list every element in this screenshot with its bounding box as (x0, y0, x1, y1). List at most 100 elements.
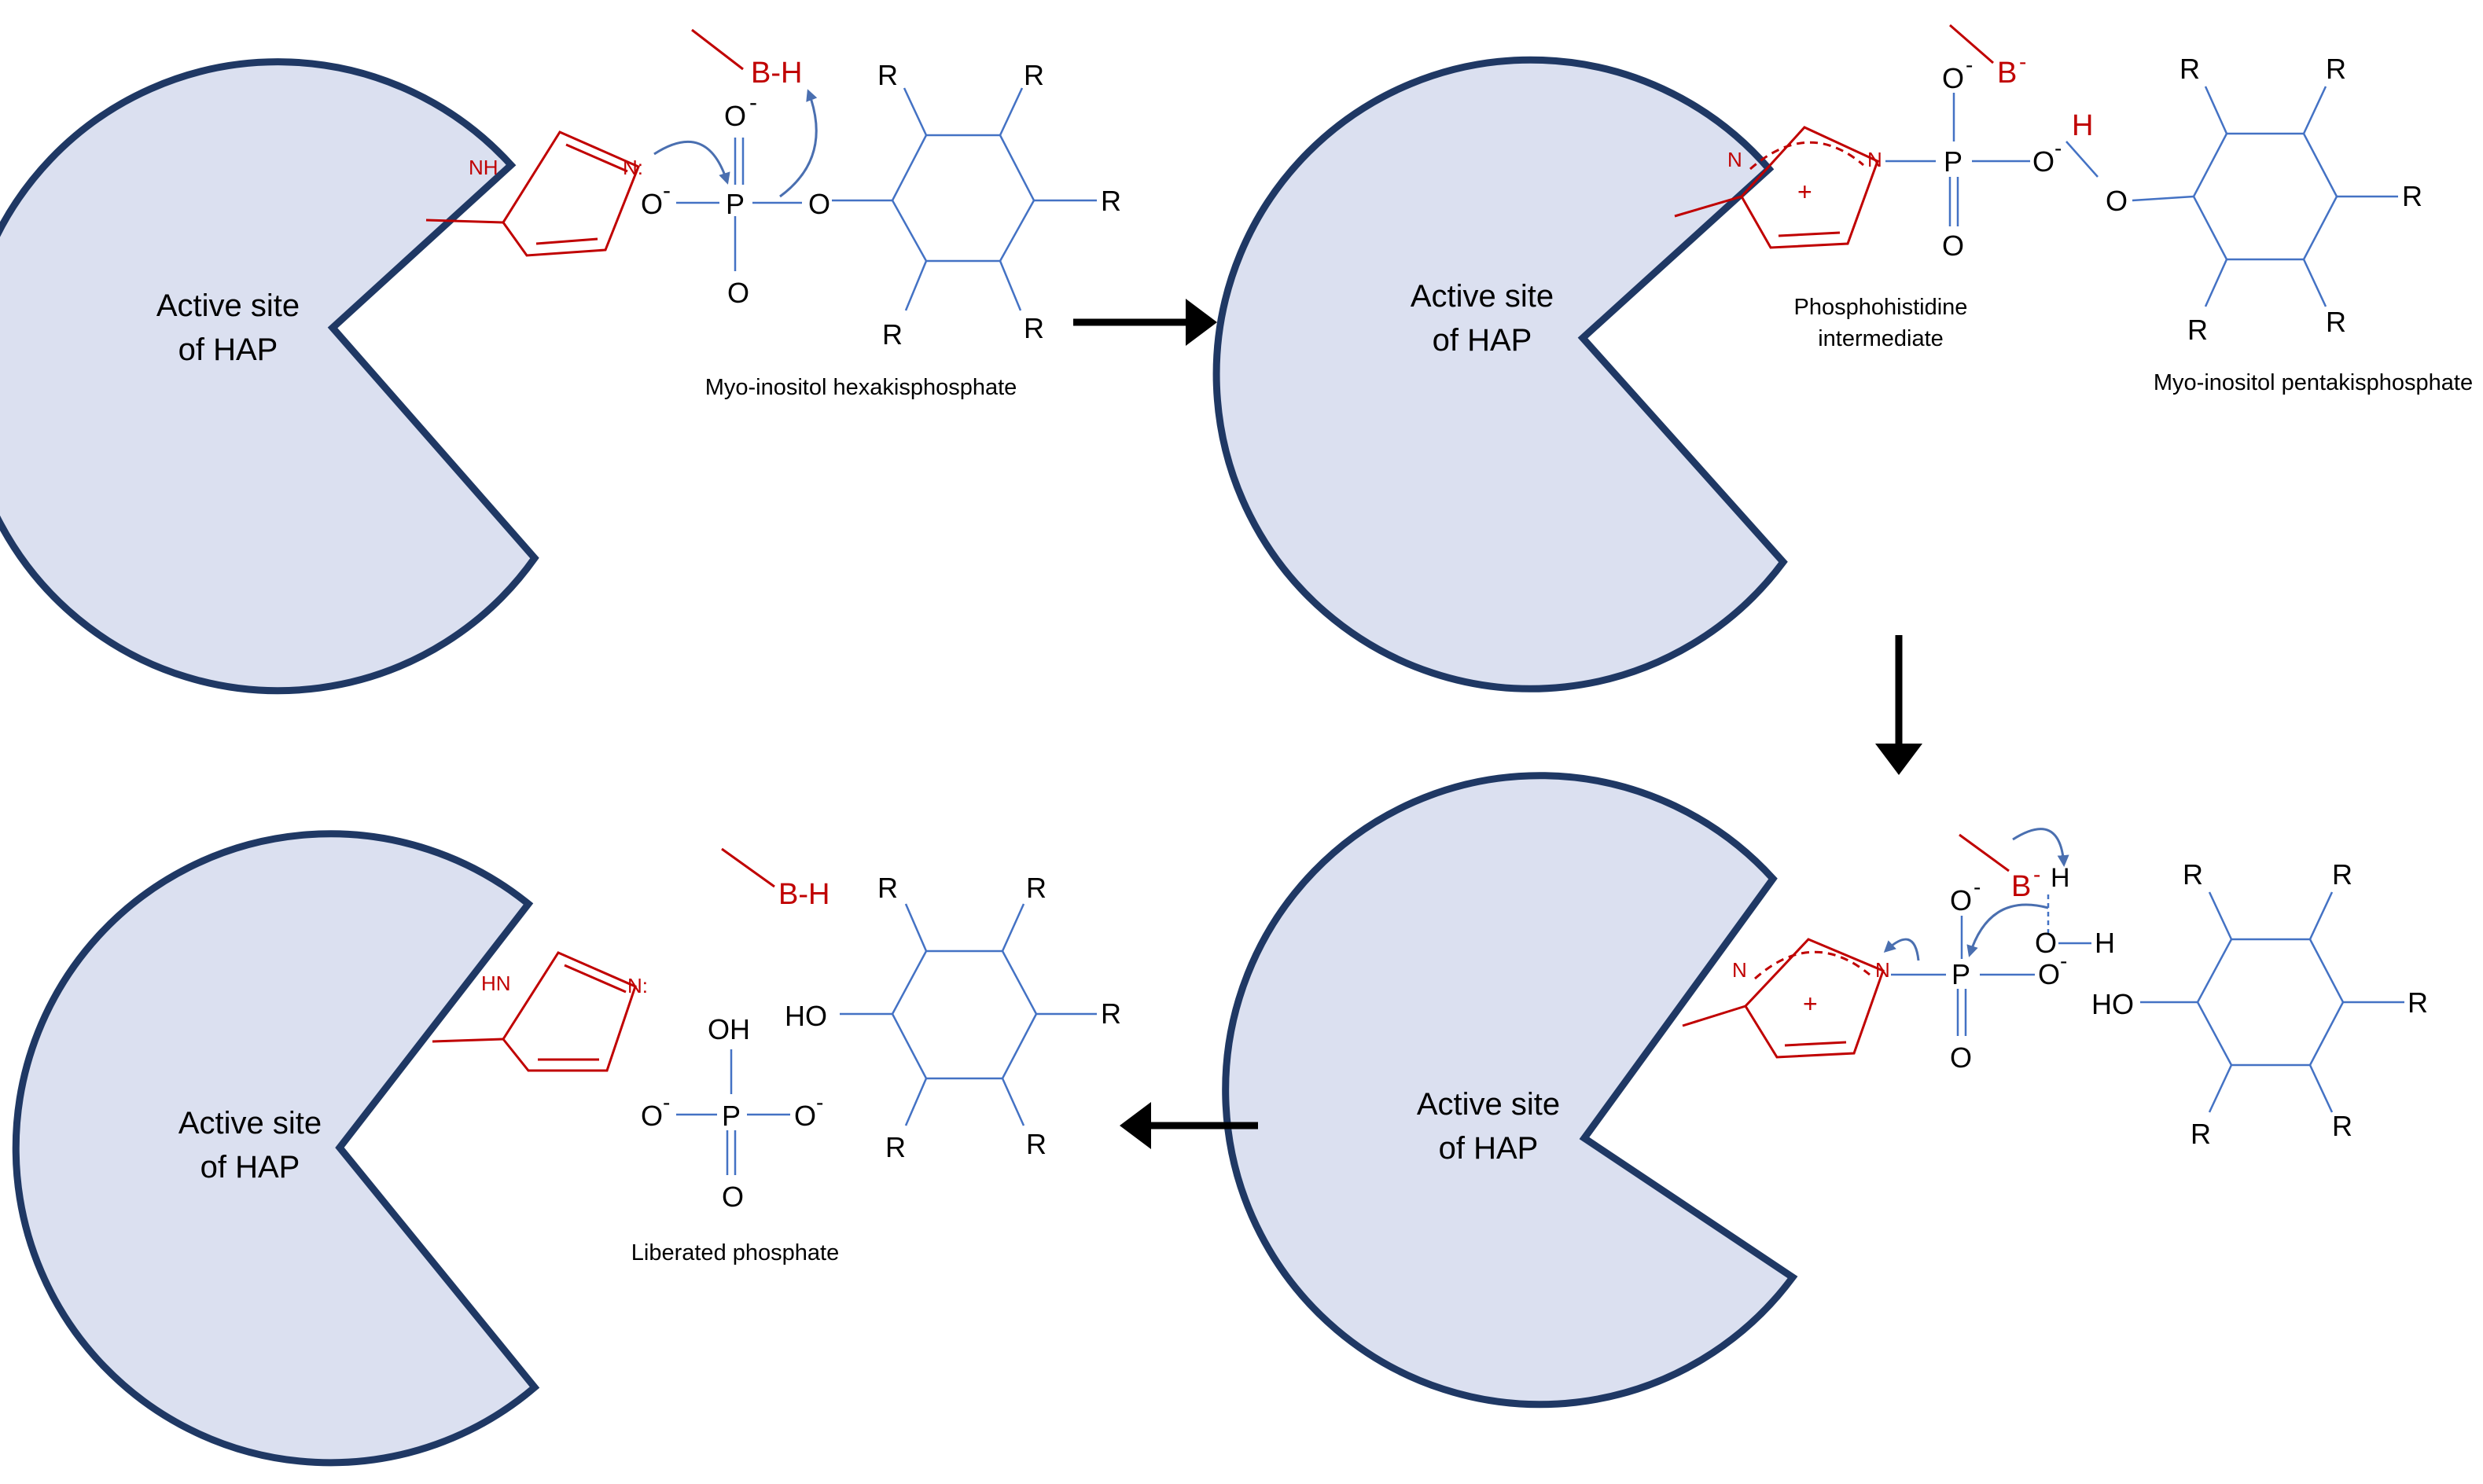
enzyme-label-line1: Active site (1417, 1087, 1560, 1122)
caption-myo-inositol-pentakisphosphate: Myo-inositol pentakisphosphate (2154, 370, 2473, 395)
panel-2-phosphohistidine: Active site of HAP N N + B - O - P O O -… (1212, 24, 2473, 692)
base-bond (1959, 833, 2010, 872)
phosphate-o-right-charge: - (816, 1090, 823, 1115)
caption-phosphohistidine-line1: Phosphohistidine (1794, 295, 1968, 320)
phospho-bonds (1891, 894, 2091, 1036)
phosphate-o-left-charge: - (663, 178, 671, 204)
r-group-3: R (1101, 185, 1121, 217)
r-group-4: R (885, 1131, 906, 1163)
inositol-ring (891, 87, 1097, 311)
enzyme-label-line2: of HAP (200, 1150, 300, 1185)
proton-transfer-arrow (779, 89, 818, 198)
r-group-3: R (1101, 997, 1121, 1030)
general-acid-bh: B-H (751, 57, 802, 90)
r-group-1: R (877, 59, 898, 91)
hap-active-site-shape (1212, 56, 1788, 692)
n-right-label: N (1867, 148, 1882, 171)
hap-active-site-shape (12, 830, 540, 1467)
n-lone-pair-label: N: (623, 156, 643, 179)
r-group-2: R (1024, 59, 1044, 91)
phospho-o-right-charge: - (2060, 949, 2067, 973)
r-group-2: R (2332, 858, 2352, 891)
phosphorus-label: P (1944, 145, 1962, 178)
phosphate-o-top: O (724, 100, 746, 132)
general-base-charge: - (2019, 50, 2026, 74)
phospho-o-bottom: O (1950, 1041, 1972, 1074)
phosphate-o-bottom: O (727, 277, 749, 309)
flow-arrow-down (1875, 635, 1922, 775)
n-attack-arrow (653, 140, 730, 185)
general-base-b: B (1997, 57, 2017, 90)
r-group-5: R (1024, 312, 1044, 344)
enzyme-label-line2: of HAP (1433, 323, 1532, 358)
phospho-o-right: O (2032, 145, 2054, 178)
enzyme-label-line1: Active site (156, 288, 300, 323)
r-group-2: R (1026, 872, 1047, 904)
transferred-proton: H (2072, 109, 2093, 142)
phospho-o-top-charge: - (1974, 875, 1981, 899)
inositol-ring (840, 903, 1097, 1126)
histidine-imidazole (432, 951, 637, 1072)
histidine-imidazolium (1682, 938, 1885, 1059)
hydroxyl-ho: HO (2091, 988, 2134, 1020)
caption-liberated-phosphate: Liberated phosphate (631, 1240, 839, 1265)
phosphate-o-left: O (641, 188, 663, 220)
r-group-1: R (2183, 858, 2203, 891)
enzyme-label-line2: of HAP (178, 332, 278, 367)
n-left-label: N (1727, 148, 1742, 171)
inositol-o: O (2106, 185, 2128, 217)
general-acid-bh: B-H (778, 878, 830, 911)
general-base-b: B (2011, 870, 2031, 903)
r-group-2: R (2326, 53, 2346, 85)
inositol-ring (2132, 86, 2398, 307)
phosphorus-label: P (726, 188, 745, 220)
panel-3-hydrolysis: Active site of HAP N N + B - H O - P (1222, 772, 2428, 1409)
phospho-o-right-charge: - (2054, 136, 2062, 160)
base-deprotonation-arrow (2012, 828, 2069, 867)
r-group-5: R (1026, 1128, 1047, 1160)
water-h: H (2095, 927, 2115, 959)
hydroxyl-ho: HO (785, 1000, 827, 1032)
phosphorus-label: P (722, 1100, 741, 1132)
enzyme-label-line1: Active site (1411, 279, 1554, 314)
phospho-o-top: O (1942, 62, 1964, 94)
bond-to-n-arrow (1883, 938, 1920, 961)
phosphate-bonds (676, 1049, 790, 1175)
r-group-5: R (2332, 1110, 2352, 1142)
phospho-bonds (1885, 93, 2099, 226)
r-group-4: R (882, 318, 903, 351)
phosphate-oh: OH (708, 1013, 750, 1045)
phosphate-o-top-charge: - (749, 90, 757, 116)
caption-myo-inositol-hexakisphosphate: Myo-inositol hexakisphosphate (705, 375, 1017, 400)
general-base-charge: - (2033, 862, 2040, 887)
n-right-label: N (1875, 958, 1890, 982)
phospho-o-top: O (1950, 884, 1972, 916)
positive-charge: + (1803, 990, 1818, 1018)
inositol-ring (2140, 891, 2404, 1113)
water-o: O (2035, 927, 2057, 959)
r-group-4: R (2191, 1118, 2211, 1150)
base-bond (1949, 24, 1994, 64)
positive-charge: + (1797, 178, 1812, 206)
hap-active-site-shape (0, 58, 539, 695)
enzyme-label-line2: of HAP (1439, 1131, 1539, 1166)
water-h-upper: H (2051, 863, 2070, 893)
r-group-5: R (2326, 306, 2346, 338)
r-group-4: R (2187, 314, 2208, 346)
phospho-o-right: O (2038, 958, 2060, 990)
phosphate-o-bottom: O (722, 1181, 744, 1213)
panel-1-substrate-binding: Active site of HAP NH N: B-H O - O - (0, 28, 1121, 695)
n-lone-pair-label: N: (627, 974, 648, 997)
phosphate-o-left: O (641, 1100, 663, 1132)
phospho-o-top-charge: - (1966, 53, 1973, 77)
flow-arrow-left (1120, 1102, 1258, 1149)
base-bond (691, 28, 744, 71)
bridging-o: O (808, 188, 830, 220)
nh-label: NH (469, 156, 498, 179)
base-bond (721, 847, 775, 888)
histidine-imidazole (425, 130, 640, 257)
phosphate-o-right: O (794, 1100, 816, 1132)
enzyme-label-line1: Active site (178, 1106, 322, 1141)
